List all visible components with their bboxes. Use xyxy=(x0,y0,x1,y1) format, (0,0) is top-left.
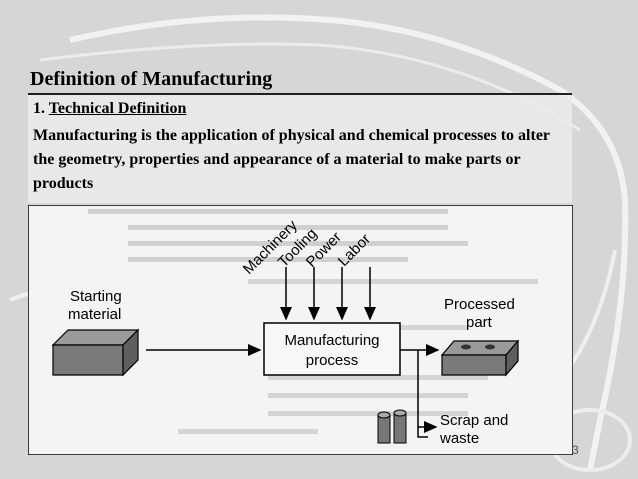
subheading-number: 1. xyxy=(33,100,45,117)
processed-label-line2: part xyxy=(466,314,493,331)
subheading-label: Technical Definition xyxy=(48,100,187,117)
process-label-line1: Manufacturing xyxy=(284,332,379,349)
definition-box xyxy=(28,95,572,203)
starting-label-line2: material xyxy=(68,306,121,323)
processed-part-block xyxy=(440,339,520,377)
processed-label-line1: Processed xyxy=(444,296,515,313)
manufacturing-process-diagram: Starting material Manufacturing process … xyxy=(28,205,573,455)
waste-label-line1: Scrap and xyxy=(440,412,508,429)
slide-title: Definition of Manufacturing xyxy=(30,68,273,90)
page-number: 3 xyxy=(572,443,579,457)
process-label-line2: process xyxy=(306,352,359,369)
process-box xyxy=(263,322,401,376)
definition-text: Manufacturing is the application of phys… xyxy=(33,127,550,192)
scrap-waste-cylinders xyxy=(377,409,407,444)
starting-material-block xyxy=(51,328,140,377)
title-divider xyxy=(28,93,572,95)
waste-label-line2: waste xyxy=(439,430,479,447)
subheading: 1. Technical Definition xyxy=(33,100,186,118)
waste-arrow-line xyxy=(417,350,428,438)
starting-label-line1: Starting xyxy=(70,288,122,305)
